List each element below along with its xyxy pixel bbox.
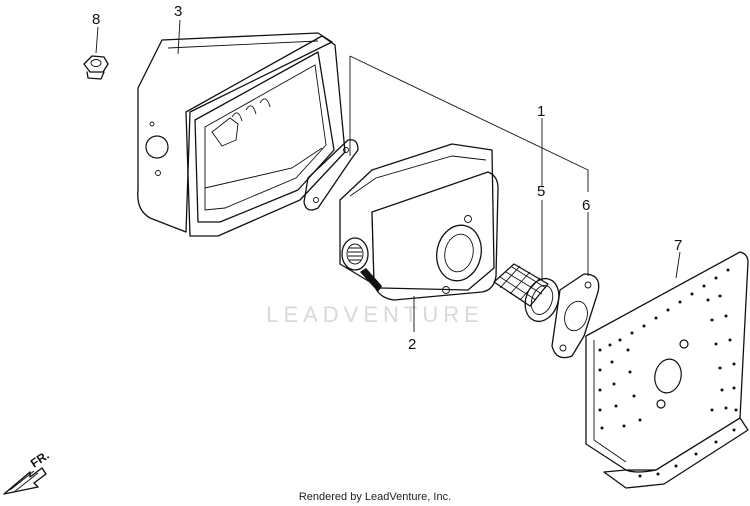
leader-line-7 <box>675 251 681 279</box>
watermark-text: LEADVENTURE <box>266 302 484 327</box>
callout-6: 6 <box>582 197 590 214</box>
direction-label: FR. <box>28 448 52 470</box>
callout-1: 1 <box>537 103 545 120</box>
callout-8: 8 <box>92 11 100 28</box>
flange-nut-icon[interactable] <box>83 55 109 80</box>
side-gasket-icon <box>303 139 359 211</box>
callout-3: 3 <box>174 3 182 20</box>
callout-2: 2 <box>408 336 416 353</box>
leader-line-3 <box>177 19 181 55</box>
heat-shield-plate-icon[interactable] <box>585 251 749 489</box>
muffler-icon[interactable] <box>339 143 499 301</box>
spark-arrester-screen-icon[interactable] <box>493 263 565 326</box>
footer-credit: Rendered by LeadVenture, Inc. <box>299 491 451 503</box>
front-direction-arrow-icon <box>3 467 47 495</box>
plate-rivets <box>598 268 738 478</box>
muffler-gasket-icon[interactable] <box>551 273 600 359</box>
bracket-line <box>349 55 589 192</box>
leader-line-8 <box>95 26 99 54</box>
callout-5: 5 <box>537 183 545 200</box>
callout-7: 7 <box>674 237 682 254</box>
muffler-protector-icon[interactable] <box>137 32 346 237</box>
